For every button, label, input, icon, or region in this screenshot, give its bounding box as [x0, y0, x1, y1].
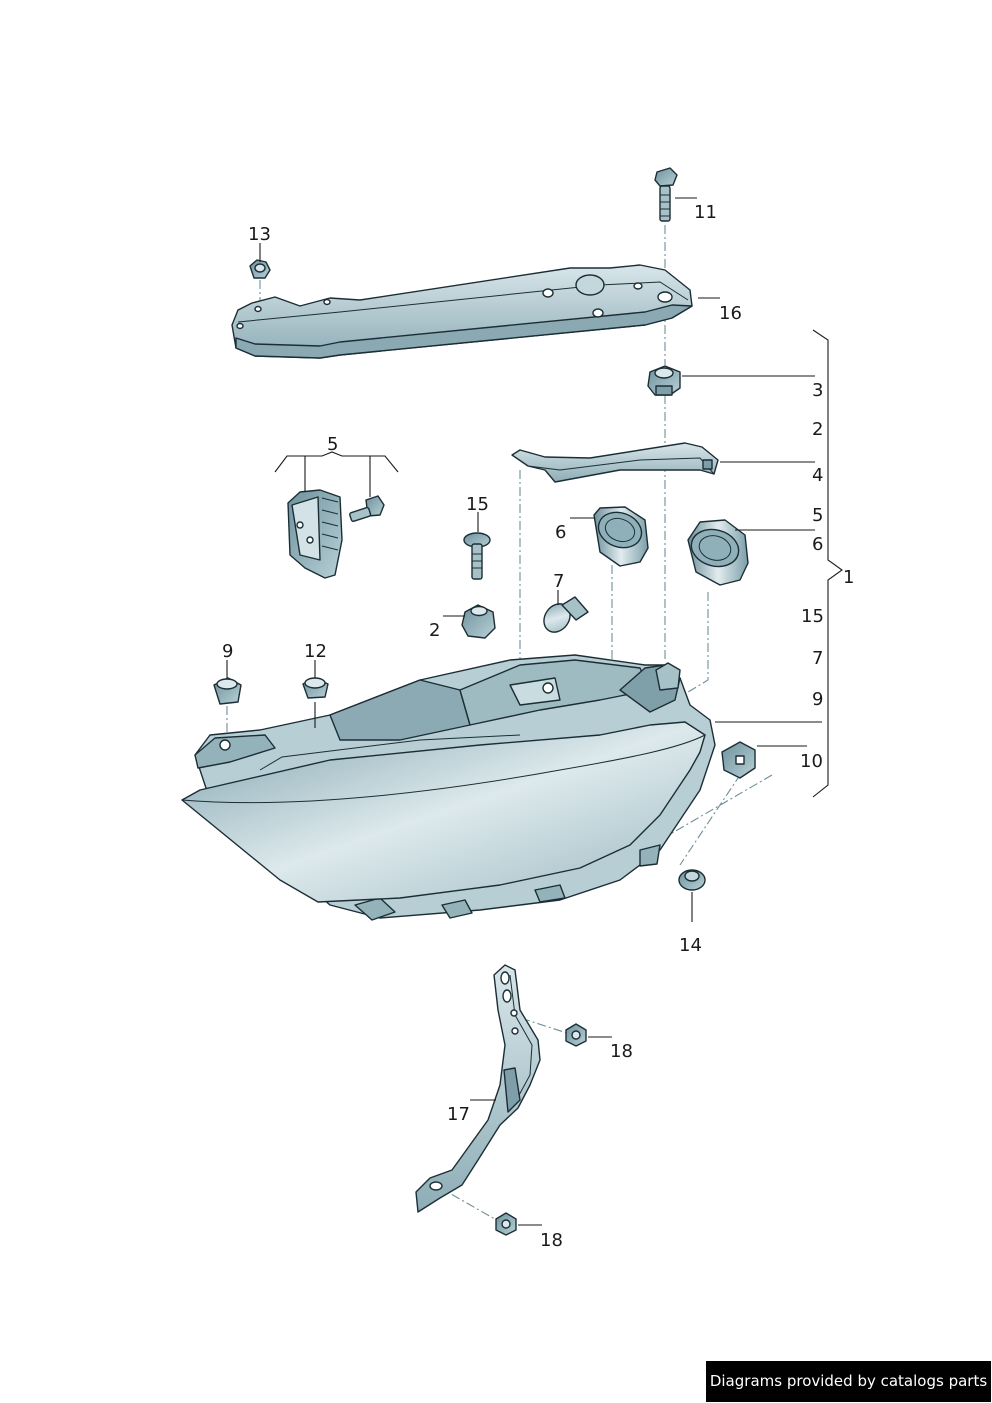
- bulb-7: [543, 596, 589, 633]
- label-1: 1: [843, 567, 854, 588]
- label-11: 11: [694, 202, 717, 223]
- bolt-11: [654, 167, 678, 222]
- label-2-list: 2: [812, 419, 823, 440]
- screw-14: [678, 869, 706, 891]
- label-18-top: 18: [610, 1041, 633, 1062]
- label-5-list: 5: [812, 505, 823, 526]
- label-15-list: 15: [801, 606, 824, 627]
- headlight-housing-1: [181, 654, 716, 921]
- screw-5: [349, 495, 385, 523]
- label-12: 12: [304, 641, 327, 662]
- label-17: 17: [447, 1104, 470, 1125]
- label-5-group: 5: [327, 434, 338, 455]
- credits-banner: Diagrams provided by catalogs parts: [706, 1361, 991, 1402]
- callout-labels: 11 13 16 3 2 4 5 6 1 15 7 9 10 5 15 6 7 …: [222, 202, 854, 1251]
- adjuster-2: [461, 604, 496, 639]
- label-10: 10: [800, 751, 823, 772]
- label-9-part: 9: [222, 641, 233, 662]
- cover-cap-12: [302, 677, 329, 699]
- nut-18-bottom: [495, 1212, 517, 1236]
- holder-bracket-4: [511, 442, 719, 483]
- label-3: 3: [812, 380, 823, 401]
- cover-cap-9: [213, 677, 242, 705]
- label-18-bottom: 18: [540, 1230, 563, 1251]
- label-6-list: 6: [812, 534, 823, 555]
- leader-lines: [226, 197, 843, 1226]
- clip-nut-13: [249, 259, 271, 279]
- adjuster-3: [647, 365, 681, 396]
- cap-6-left: [593, 506, 649, 567]
- nut-18-top: [565, 1023, 587, 1047]
- label-4: 4: [812, 465, 823, 486]
- label-13: 13: [248, 224, 271, 245]
- upper-carrier-bracket: [231, 264, 693, 359]
- label-6-part: 6: [555, 522, 566, 543]
- label-15-part: 15: [466, 494, 489, 515]
- cap-6-right: [687, 519, 749, 586]
- label-16: 16: [719, 303, 742, 324]
- label-7-part: 7: [553, 571, 564, 592]
- clip-10: [721, 741, 756, 779]
- label-14: 14: [679, 935, 702, 956]
- screw-15: [463, 532, 491, 580]
- label-7-list: 7: [812, 648, 823, 669]
- label-2-part: 2: [429, 620, 440, 641]
- control-unit-5: [287, 489, 343, 579]
- label-9-list: 9: [812, 689, 823, 710]
- lower-bracket-17: [415, 964, 541, 1213]
